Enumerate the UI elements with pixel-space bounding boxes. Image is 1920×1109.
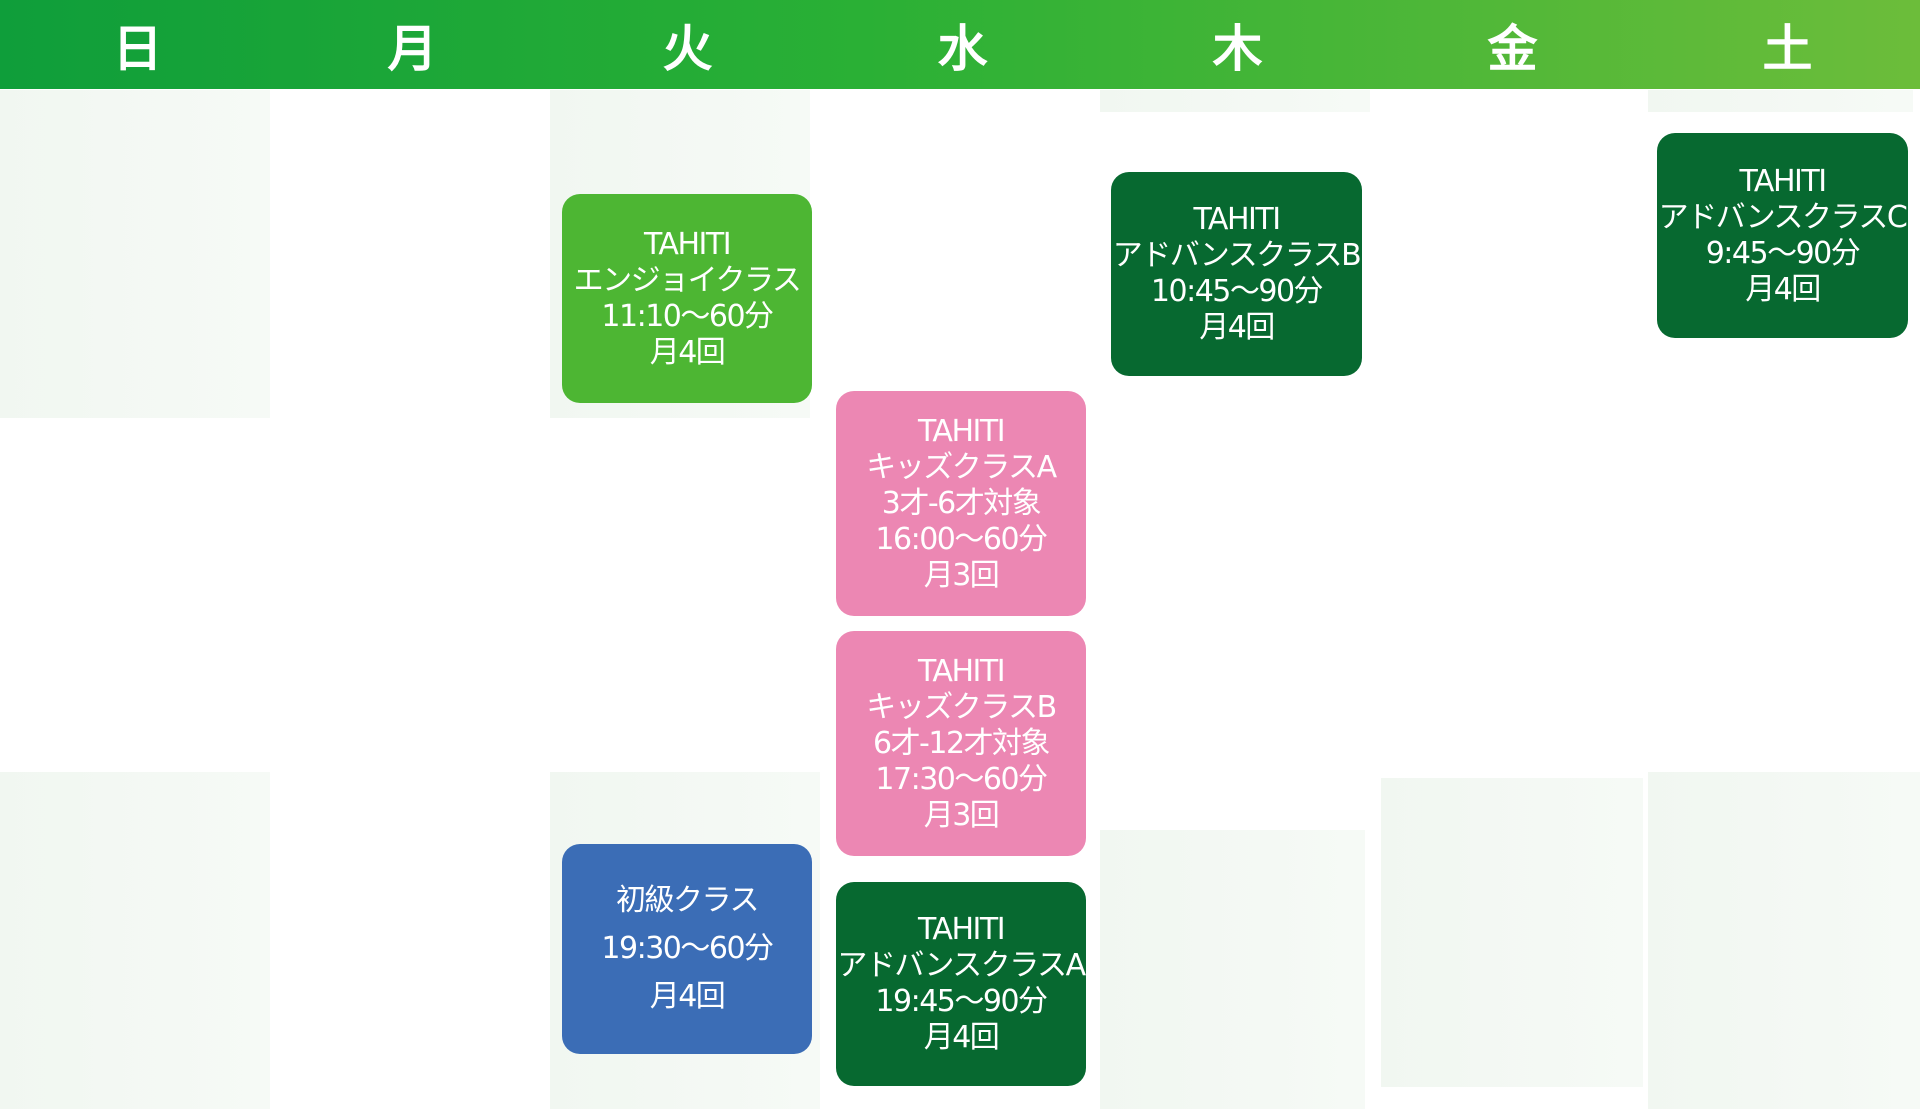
class-card-beginner[interactable]: 初級クラス 19:30〜60分 月4回 (562, 844, 812, 1054)
class-line: 16:00〜60分 (875, 521, 1048, 557)
class-line: 初級クラス (616, 883, 759, 918)
class-line: TAHITI (1193, 202, 1281, 237)
class-line: 6才-12才対象 (872, 725, 1051, 761)
day-wednesday: 水 (937, 18, 988, 78)
class-line: TAHITI (917, 912, 1006, 947)
class-card-advance-a[interactable]: TAHITI アドバンスクラスA 19:45〜90分 月4回 (836, 882, 1086, 1086)
day-saturday: 土 (1762, 18, 1813, 78)
class-card-advance-b[interactable]: TAHITI アドバンスクラスB 10:45〜90分 月4回 (1111, 172, 1362, 376)
class-line: 月4回 (649, 979, 726, 1014)
shade-thu-top (1100, 90, 1370, 112)
shade-sun-evening (0, 772, 270, 1109)
day-friday: 金 (1487, 18, 1538, 78)
class-line: 19:45〜90分 (875, 984, 1048, 1019)
class-line: 10:45〜90分 (1150, 274, 1324, 309)
shade-thu-evening (1100, 830, 1365, 1109)
class-card-kids-b[interactable]: TAHITI キッズクラスB 6才-12才対象 17:30〜60分 月3回 (836, 631, 1086, 856)
shade-fri-evening (1381, 778, 1643, 1087)
class-line: 17:30〜60分 (875, 761, 1048, 797)
class-line: エンジョイクラス (573, 262, 802, 298)
class-line: 月4回 (1199, 310, 1275, 345)
class-line: TAHITI (917, 653, 1006, 689)
class-line: 19:30〜60分 (601, 931, 774, 966)
class-line: アドバンスクラスB (1112, 238, 1362, 273)
day-tuesday: 火 (662, 18, 713, 78)
shade-sun-morning (0, 90, 270, 418)
day-thursday: 木 (1212, 18, 1263, 78)
class-line: 9:45〜90分 (1705, 235, 1861, 271)
class-line: 月4回 (1745, 271, 1821, 307)
day-monday: 月 (387, 18, 438, 78)
shade-sat-evening (1648, 772, 1920, 1109)
class-card-advance-c[interactable]: TAHITI アドバンスクラスC 9:45〜90分 月4回 (1657, 133, 1908, 338)
class-card-kids-a[interactable]: TAHITI キッズクラスA 3才-6才対象 16:00〜60分 月3回 (836, 391, 1086, 616)
class-line: 月3回 (923, 557, 1000, 593)
class-line: キッズクラスA (866, 449, 1057, 485)
weekday-header: 日 月 火 水 木 金 土 (0, 0, 1920, 89)
class-line: TAHITI (917, 413, 1006, 449)
class-line: キッズクラスB (866, 689, 1057, 725)
day-sunday: 日 (112, 18, 163, 78)
shade-sat-top (1648, 90, 1913, 112)
class-line: 月3回 (923, 797, 1000, 833)
class-line: 3才-6才対象 (881, 485, 1042, 521)
class-line: 月4回 (923, 1020, 1000, 1055)
class-line: 月4回 (649, 334, 726, 370)
class-line: TAHITI (643, 226, 732, 262)
class-line: アドバンスクラスC (1658, 199, 1908, 235)
class-line: TAHITI (1739, 163, 1827, 199)
class-line: 11:10〜60分 (601, 298, 774, 334)
class-card-tahiti-enjoy[interactable]: TAHITI エンジョイクラス 11:10〜60分 月4回 (562, 194, 812, 403)
class-line: アドバンスクラスA (837, 948, 1086, 983)
